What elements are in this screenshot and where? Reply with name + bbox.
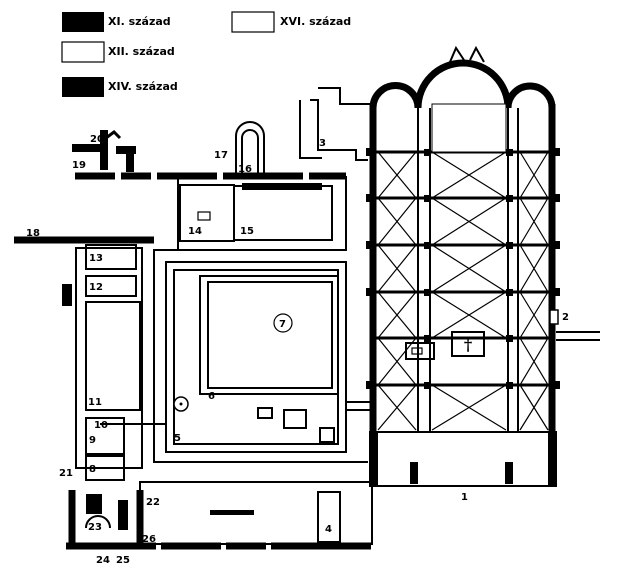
room-label-14: 14 — [188, 226, 202, 237]
church: † — [366, 45, 600, 487]
room-label-2: 2 — [562, 312, 569, 323]
legend-label-xii: XII. század — [108, 45, 175, 58]
room-label-3: 3 — [319, 138, 326, 149]
legend: XI. század XII. század XIV. század XVI. … — [61, 11, 351, 97]
altar-cross-icon: † — [464, 335, 472, 354]
legend-label-xiv: XIV. század — [108, 80, 178, 93]
room-label-6: 6 — [208, 391, 215, 402]
room-label-21: 21 — [59, 468, 73, 479]
room-label-4: 4 — [325, 524, 332, 535]
room-label-22: 22 — [146, 497, 160, 508]
room-label-17: 17 — [214, 150, 228, 161]
monastery — [14, 121, 376, 550]
room-labels: 1 2 3 4 5 6 7 8 9 10 11 12 13 14 15 16 1… — [26, 134, 569, 566]
legend-swatch-xi — [62, 12, 104, 32]
room-label-24: 24 — [96, 555, 110, 566]
room-label-25: 25 — [116, 555, 130, 566]
room-label-20: 20 — [90, 134, 104, 145]
legend-swatch-xiv — [62, 77, 104, 97]
room-label-18: 18 — [26, 228, 40, 239]
room-label-10: 10 — [94, 420, 108, 431]
room-label-5: 5 — [174, 433, 181, 444]
room-label-11: 11 — [88, 397, 102, 408]
annex-3 — [299, 87, 372, 161]
room-label-1: 1 — [461, 492, 468, 503]
room-label-9: 9 — [89, 435, 96, 446]
legend-label-xvi: XVI. század — [280, 15, 351, 28]
legend-label-xi: XI. század — [108, 15, 171, 28]
room-label-12: 12 — [89, 282, 103, 293]
room-label-15: 15 — [240, 226, 254, 237]
room-label-7: 7 — [279, 319, 286, 330]
room-label-23: 23 — [88, 522, 102, 533]
room-label-13: 13 — [89, 253, 103, 264]
legend-swatch-xii — [61, 41, 105, 63]
legend-swatch-xvi — [231, 11, 275, 33]
room-label-26: 26 — [142, 534, 156, 545]
room-label-8: 8 — [89, 464, 96, 475]
room-label-16: 16 — [238, 164, 252, 175]
room-label-19: 19 — [72, 160, 86, 171]
